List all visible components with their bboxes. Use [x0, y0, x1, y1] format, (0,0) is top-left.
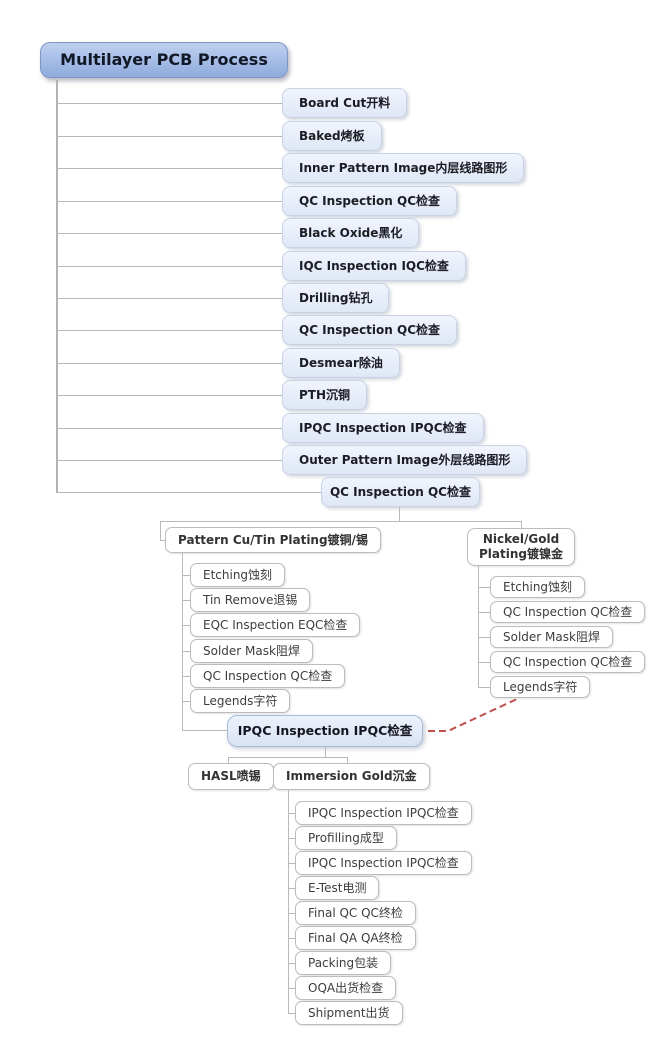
- connector-line: [160, 521, 521, 522]
- node-board-cut[interactable]: Board Cut开料: [282, 88, 408, 118]
- connector-line: [228, 757, 347, 758]
- connector-line: [288, 863, 295, 864]
- connector-line: [182, 575, 190, 576]
- node-shipment[interactable]: Shipment出货: [295, 1001, 403, 1025]
- node-drilling[interactable]: Drilling钻孔: [282, 283, 390, 313]
- node-ipqc-inspection-final-2[interactable]: IPQC Inspection IPQC检查: [295, 851, 472, 875]
- node-immersion-gold[interactable]: Immersion Gold沉金: [273, 763, 430, 790]
- connector-line: [325, 747, 326, 757]
- connector-line: [288, 1013, 295, 1014]
- nickel-gold-label-line2: Plating镀镍金: [479, 547, 563, 561]
- connector-line: [288, 790, 289, 1013]
- connector-line: [57, 103, 282, 104]
- connector-line: [288, 938, 295, 939]
- root-node-multilayer-pcb-process[interactable]: Multilayer PCB Process: [40, 42, 288, 78]
- node-outer-pattern-image[interactable]: Outer Pattern Image外层线路图形: [282, 445, 528, 475]
- node-final-qc[interactable]: Final QC QC终检: [295, 901, 416, 925]
- connector-line: [57, 266, 282, 267]
- node-inner-pattern-image[interactable]: Inner Pattern Image内层线路图形: [282, 153, 525, 183]
- node-legends-nickel[interactable]: Legends字符: [490, 676, 591, 698]
- connector-line: [288, 988, 295, 989]
- connector-line: [182, 676, 190, 677]
- node-baked[interactable]: Baked烤板: [282, 121, 382, 151]
- connector-line: [478, 587, 490, 588]
- connector-line: [228, 757, 229, 763]
- connector-line: [57, 492, 321, 493]
- connector-line: [478, 566, 479, 688]
- node-packing[interactable]: Packing包装: [295, 951, 392, 975]
- connector-line: [182, 701, 190, 702]
- node-qc-inspection-pattern[interactable]: QC Inspection QC检查: [190, 664, 346, 688]
- node-iqc-inspection[interactable]: IQC Inspection IQC检查: [282, 251, 466, 281]
- connector-line: [57, 428, 282, 429]
- node-qc-inspection-junction[interactable]: QC Inspection QC检查: [321, 477, 480, 507]
- connector-line: [478, 612, 490, 613]
- node-solder-mask-pattern[interactable]: Solder Mask阻焊: [190, 639, 313, 663]
- connector-line: [521, 521, 522, 528]
- connector-line: [57, 363, 282, 364]
- node-etching-pattern[interactable]: Etching蚀刻: [190, 563, 286, 587]
- connector-line: [399, 507, 400, 521]
- connector-line: [288, 838, 295, 839]
- node-pattern-cu-tin-plating[interactable]: Pattern Cu/Tin Plating镀铜/锡: [165, 527, 381, 553]
- node-ipqc-inspection-main[interactable]: IPQC Inspection IPQC检查: [227, 715, 423, 747]
- connector-line: [182, 730, 227, 731]
- node-oqa[interactable]: OQA出货检查: [295, 976, 397, 1000]
- node-hasl[interactable]: HASL喷锡: [188, 763, 274, 790]
- connector-line: [57, 460, 282, 461]
- connector-line: [57, 330, 282, 331]
- connector-line: [182, 553, 183, 731]
- node-nickel-gold-plating[interactable]: Nickel/Gold Plating镀镍金: [467, 528, 575, 566]
- node-qc-inspection-nickel-2[interactable]: QC Inspection QC检查: [490, 651, 646, 673]
- connector-line: [478, 687, 490, 688]
- node-ipqc-inspection-final-1[interactable]: IPQC Inspection IPQC检查: [295, 801, 472, 825]
- connector-line: [347, 757, 348, 763]
- node-legends-pattern[interactable]: Legends字符: [190, 689, 291, 713]
- node-final-qa[interactable]: Final QA QA终检: [295, 926, 416, 950]
- node-eqc-inspection[interactable]: EQC Inspection EQC检查: [190, 613, 361, 637]
- connector-line: [57, 201, 282, 202]
- node-e-test[interactable]: E-Test电测: [295, 876, 380, 900]
- connector-line: [478, 662, 490, 663]
- connector-line: [57, 233, 282, 234]
- connector-line: [57, 298, 282, 299]
- connector-line: [57, 168, 282, 169]
- node-etching-nickel[interactable]: Etching蚀刻: [490, 576, 586, 598]
- node-qc-inspection-1[interactable]: QC Inspection QC检查: [282, 186, 458, 216]
- connector-line: [288, 813, 295, 814]
- connector-line: [288, 888, 295, 889]
- connector-line: [56, 80, 58, 493]
- node-profilling[interactable]: Profilling成型: [295, 826, 397, 850]
- connector-line: [182, 600, 190, 601]
- connector-line: [160, 521, 161, 540]
- node-qc-inspection-nickel-1[interactable]: QC Inspection QC检查: [490, 601, 646, 623]
- connector-line: [57, 136, 282, 137]
- node-pth[interactable]: PTH沉铜: [282, 380, 368, 410]
- nickel-gold-label-line1: Nickel/Gold: [482, 532, 560, 546]
- node-solder-mask-nickel[interactable]: Solder Mask阻焊: [490, 626, 613, 648]
- connector-line: [57, 395, 282, 396]
- node-qc-inspection-2[interactable]: QC Inspection QC检查: [282, 315, 458, 345]
- node-tin-remove[interactable]: Tin Remove退锡: [190, 588, 311, 612]
- connector-line: [182, 625, 190, 626]
- connector-line: [182, 651, 190, 652]
- connector-line: [160, 540, 165, 541]
- node-desmear[interactable]: Desmear除油: [282, 348, 400, 378]
- connector-line: [288, 963, 295, 964]
- node-ipqc-inspection-1[interactable]: IPQC Inspection IPQC检查: [282, 413, 484, 443]
- connector-line: [478, 637, 490, 638]
- node-black-oxide[interactable]: Black Oxide黑化: [282, 218, 420, 248]
- connector-line: [288, 913, 295, 914]
